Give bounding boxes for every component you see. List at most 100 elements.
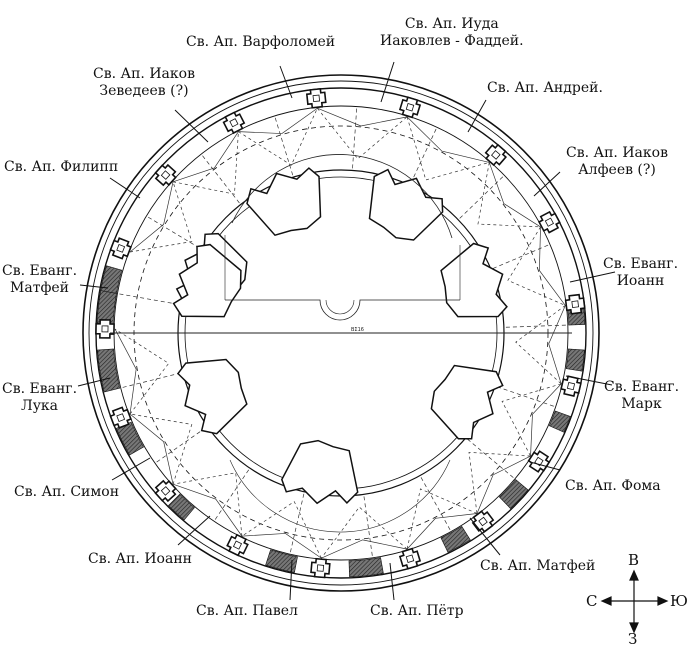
vault-rib xyxy=(507,226,566,306)
vault-rib xyxy=(238,107,318,134)
vault-ribs xyxy=(114,105,569,559)
wall-pier xyxy=(471,510,495,533)
label-thomas: Св. Ап. Фома xyxy=(565,478,661,494)
hatched-wall-segment xyxy=(97,348,121,393)
label-andrew: Св. Ап. Андрей. xyxy=(487,80,603,96)
inner-pier-block xyxy=(172,243,242,318)
radial-rib xyxy=(119,372,181,389)
radial-rib xyxy=(213,469,250,523)
wall-pier xyxy=(226,533,249,557)
vault-rib xyxy=(468,451,531,514)
label-john-evangelist: Св. Еванг.Иоанн xyxy=(603,256,679,289)
vault-rib xyxy=(241,533,322,559)
compass-west: С xyxy=(586,592,598,610)
leader-line xyxy=(79,284,109,289)
vault-rib xyxy=(129,413,174,485)
radial-rib xyxy=(352,105,358,169)
vault-rib xyxy=(406,116,490,163)
vault-rib xyxy=(476,455,531,514)
leader-line xyxy=(177,515,211,546)
vault-rib xyxy=(129,413,193,485)
label-paul: Св. Ап. Павел xyxy=(196,603,298,619)
label-philip: Св. Ап. Филипп xyxy=(4,159,119,175)
leader-line xyxy=(533,171,561,197)
vault-rib xyxy=(129,181,174,253)
label-peter: Св. Ап. Пётр xyxy=(370,603,464,619)
leader-line xyxy=(174,109,209,143)
hatched-wall-segment xyxy=(498,479,529,509)
leader-line xyxy=(467,99,487,133)
radial-rib xyxy=(363,496,374,559)
vault-rib xyxy=(114,328,137,415)
radial-rib xyxy=(492,243,552,269)
vault-rib xyxy=(317,108,408,160)
vault-rib xyxy=(317,107,408,127)
wall-pier xyxy=(538,210,561,234)
leader-line xyxy=(569,271,616,283)
wall-pier xyxy=(305,87,327,109)
leader-line xyxy=(289,559,293,601)
label-john-apostle: Св. Ап. Иоанн xyxy=(88,551,192,567)
wall-pier xyxy=(484,143,508,167)
label-mark: Св. Еванг.Марк xyxy=(604,379,680,412)
label-matthew-evangelist: Св. Еванг.Матфей xyxy=(2,263,78,296)
radial-rib xyxy=(467,438,516,480)
label-luke: Св. Еванг.Лука xyxy=(2,381,78,414)
vault-rib xyxy=(172,131,239,195)
wall-pier xyxy=(564,293,586,315)
vault-rib xyxy=(172,131,239,183)
label-bartholomew: Св. Ап. Варфоломей xyxy=(186,34,336,50)
wall-pier xyxy=(154,479,177,503)
leader-lines xyxy=(77,61,616,601)
inner-pier-block xyxy=(430,364,504,440)
vault-rib xyxy=(530,383,562,457)
leader-line xyxy=(380,61,395,103)
radial-rib xyxy=(410,126,438,184)
vault-rib xyxy=(501,383,562,457)
leader-line xyxy=(279,65,293,99)
radial-rib xyxy=(496,386,557,408)
central-hall xyxy=(110,154,572,533)
wall-pier xyxy=(527,450,551,473)
inner-pier-block xyxy=(368,168,444,241)
vault-rib xyxy=(406,116,490,181)
vault-rib xyxy=(241,501,322,559)
radial-rib xyxy=(459,174,506,219)
radial-rib xyxy=(200,153,240,204)
compass-east: Ю xyxy=(670,592,688,610)
hatched-wall-segment xyxy=(168,493,195,521)
leader-line xyxy=(111,457,151,481)
compass-south: З xyxy=(628,630,638,648)
wall-pier xyxy=(310,557,331,579)
wall-pier xyxy=(222,111,246,135)
hatched-wall-segment xyxy=(548,410,571,433)
wall-pier xyxy=(95,319,115,339)
scale-label: ΒΣ16 xyxy=(351,327,364,333)
vault-rib xyxy=(477,162,541,228)
radial-rib xyxy=(289,493,305,556)
radial-rib xyxy=(154,427,207,465)
label-matthias: Св. Ап. Матфей xyxy=(480,558,596,574)
leader-line xyxy=(109,177,141,199)
vault-rib xyxy=(129,181,193,253)
wall-pier xyxy=(109,237,132,260)
vault-rib xyxy=(539,226,566,306)
hatched-wall-segment xyxy=(96,290,117,326)
hatched-wall-segment xyxy=(116,421,144,456)
inner-pier-blocks xyxy=(172,167,508,505)
inner-pier-block xyxy=(246,167,322,237)
vault-rib xyxy=(515,305,566,385)
leader-line xyxy=(469,517,501,556)
inner-pier-block xyxy=(280,439,359,505)
radial-rib xyxy=(145,215,200,249)
vault-rib xyxy=(172,483,243,537)
leader-line xyxy=(389,562,395,601)
hatched-wall-segment xyxy=(265,549,298,573)
compass-north: В xyxy=(628,551,640,569)
leader-line xyxy=(529,461,561,471)
vault-rib xyxy=(321,506,408,559)
radial-rib xyxy=(420,477,452,533)
